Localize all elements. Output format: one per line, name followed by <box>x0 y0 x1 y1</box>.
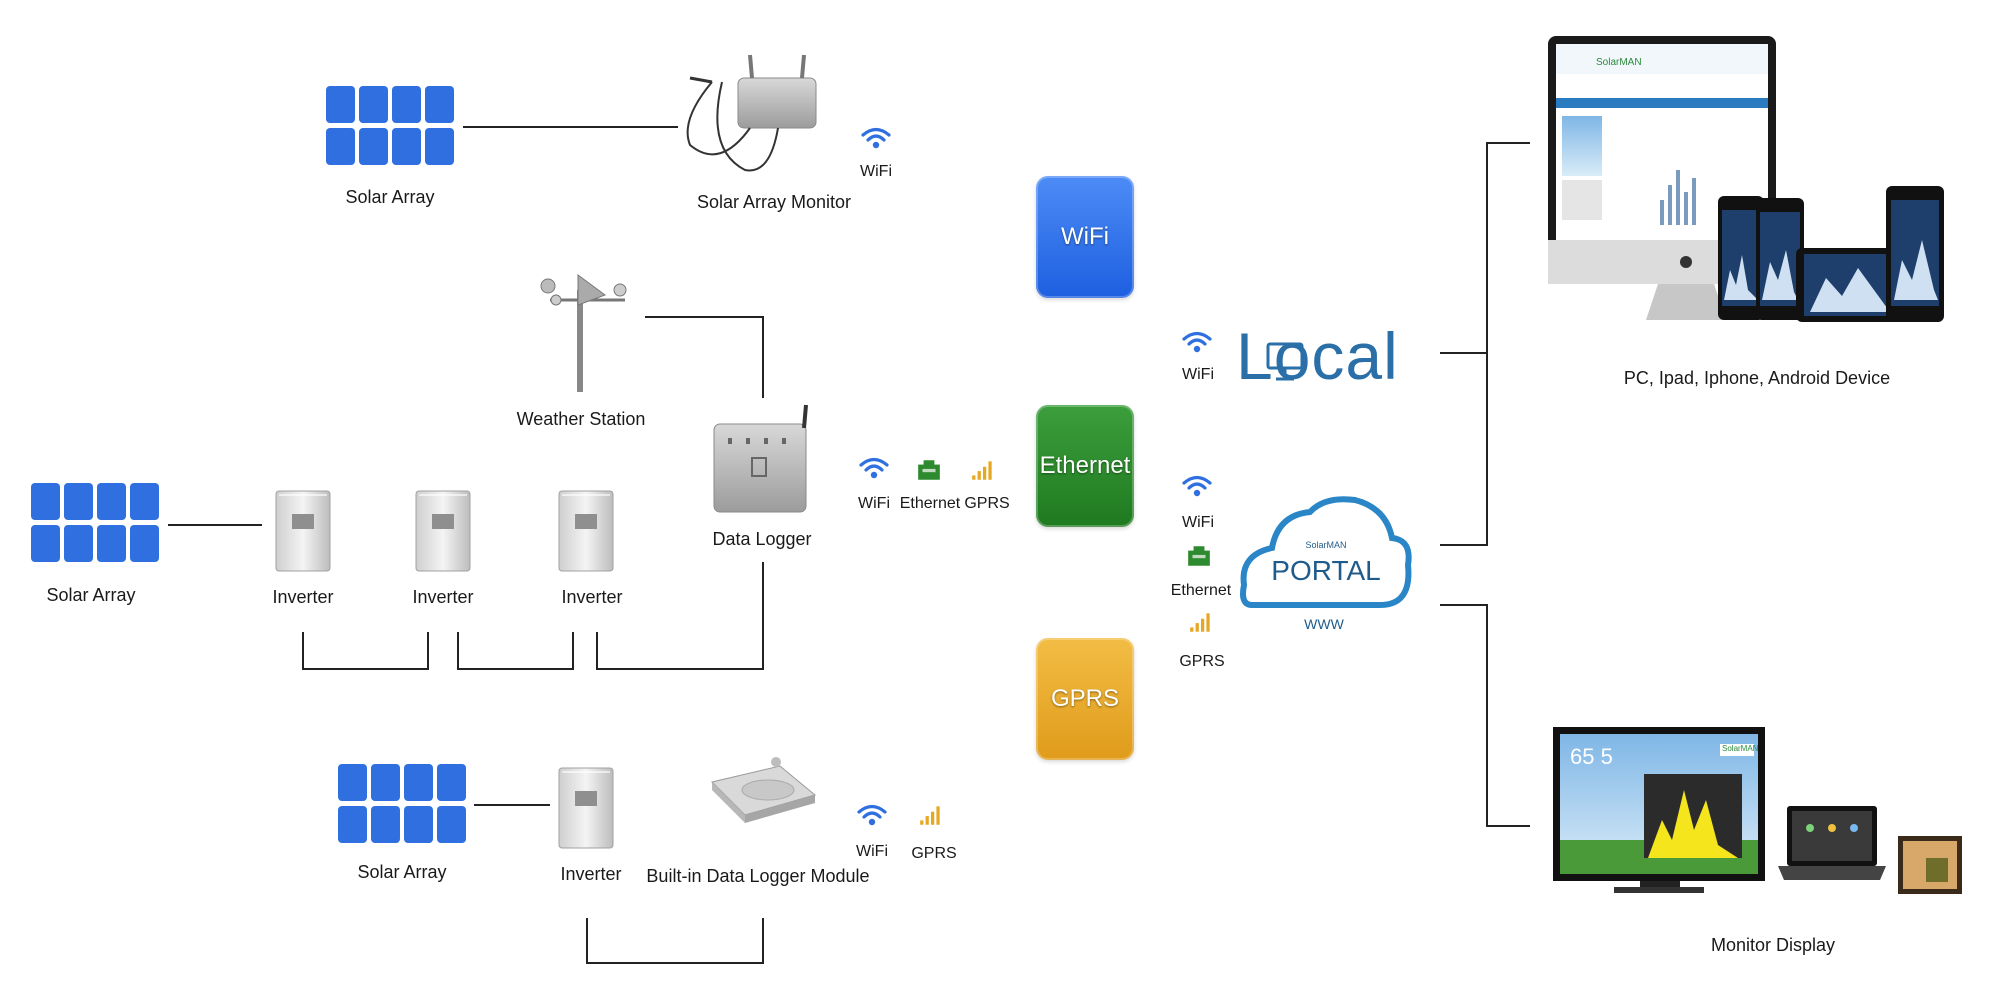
gprs-signal-icon <box>972 461 992 480</box>
gprs-label: GPRS <box>1179 653 1225 670</box>
ethernet-label: Ethernet <box>1170 582 1232 599</box>
monitor-icon <box>1548 36 1776 320</box>
solar-array-label: Solar Array <box>357 862 447 882</box>
gprs-tile: GPRS <box>1036 638 1134 760</box>
weather-station-icon <box>540 274 627 392</box>
cloud-icon <box>1240 496 1412 608</box>
tv-value: 65 5 <box>1570 744 1613 769</box>
module-icon <box>711 757 817 823</box>
gprs-signal-icon <box>1190 613 1210 632</box>
phone-icon <box>1718 196 1764 320</box>
gprs-label: GPRS <box>964 495 1010 512</box>
inverter-icon <box>415 490 471 572</box>
inverter-label: Inverter <box>412 587 474 607</box>
ethernet-icon <box>918 460 940 480</box>
inverter-label: Inverter <box>272 587 334 607</box>
wifi-icon <box>859 457 889 480</box>
wifi-icon <box>857 804 887 827</box>
phone-icon <box>1756 198 1804 320</box>
solar-array-monitor-label: Solar Array Monitor <box>696 192 852 212</box>
connector-lines <box>168 126 1530 964</box>
antenna-device-icon <box>686 54 817 172</box>
builtin-module-label: Built-in Data Logger Module <box>646 866 870 886</box>
data-logger-label: Data Logger <box>712 529 812 549</box>
monitor-header-text: SolarMAN <box>1596 57 1642 68</box>
wifi-label: WiFi <box>860 163 892 180</box>
wifi-tile: WiFi <box>1036 176 1134 298</box>
ethernet-label: Ethernet <box>899 495 961 512</box>
portal-www: WWW <box>1304 616 1344 632</box>
solar-panel-icon <box>31 483 159 562</box>
wifi-icon <box>1182 475 1212 498</box>
solar-panel-icon <box>338 764 466 843</box>
inverter-label: Inverter <box>560 864 622 884</box>
inverter-label: Inverter <box>561 587 623 607</box>
solar-array-label: Solar Array <box>46 585 136 605</box>
gprs-label: GPRS <box>911 845 957 862</box>
inverter-icon <box>558 490 614 572</box>
portal-brand: SolarMAN <box>1305 540 1347 550</box>
monitor-display-label: Monitor Display <box>1710 935 1836 955</box>
tv-icon <box>1553 727 1765 893</box>
data-logger-icon <box>713 404 808 513</box>
ethernet-tile: Ethernet <box>1036 405 1134 527</box>
inverter-icon <box>275 490 331 572</box>
local-label: Local <box>1236 319 1399 393</box>
portal-title: PORTAL <box>1271 555 1381 586</box>
tv-brand: SolarMAN <box>1722 744 1759 753</box>
ethernet-icon <box>1188 546 1210 566</box>
wifi-label: WiFi <box>1182 514 1214 531</box>
gprs-signal-icon <box>920 806 940 825</box>
inverter-icon <box>558 767 614 849</box>
wifi-label: WiFi <box>1182 366 1214 383</box>
monitor-icon <box>1266 342 1304 381</box>
laptop-icon <box>1778 806 1886 880</box>
tablet-icon <box>1886 186 1944 322</box>
solar-array-label: Solar Array <box>345 187 435 207</box>
monitor-icon <box>1898 836 1962 894</box>
tablet-icon <box>1796 248 1904 322</box>
devices-label: PC, Ipad, Iphone, Android Device <box>1623 368 1891 388</box>
wifi-icon <box>861 127 891 150</box>
wifi-label: WiFi <box>858 495 890 512</box>
wifi-label: WiFi <box>856 843 888 860</box>
solar-panel-icon <box>326 86 454 165</box>
weather-station-label: Weather Station <box>516 409 646 429</box>
wifi-icon <box>1182 331 1212 354</box>
